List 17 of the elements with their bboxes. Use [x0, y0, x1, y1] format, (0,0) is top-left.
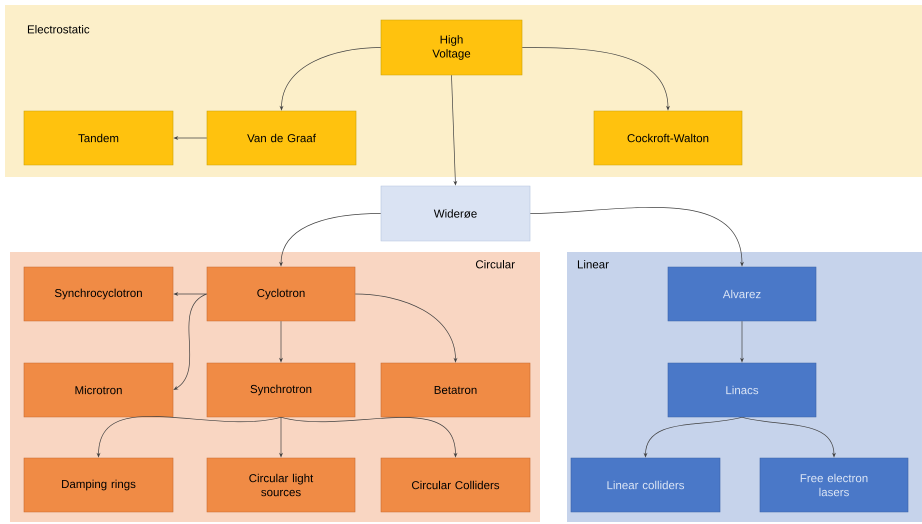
- process-box: High Voltage: [380, 20, 522, 76]
- process-box: Free electron lasers: [760, 458, 908, 512]
- process-box: Cyclotron: [206, 266, 356, 322]
- process-box: Van de Graaf: [206, 110, 356, 166]
- process-box: Linear colliders: [570, 458, 720, 512]
- process-box: Tandem: [24, 110, 174, 166]
- process-box: Cockroft-Walton: [594, 110, 742, 166]
- process-box: Widerøe: [380, 186, 530, 242]
- process-box: Linacs: [668, 362, 816, 418]
- process-box: Synchrocyclotron: [24, 266, 174, 322]
- process-box: Circular light sources: [206, 458, 356, 512]
- process-box: Synchrotron: [206, 362, 356, 418]
- process-box: Betatron: [380, 362, 530, 418]
- process-box: Circular Colliders: [380, 458, 530, 512]
- process-box: Microtron: [24, 362, 174, 418]
- process-box: Damping rings: [24, 458, 174, 512]
- process-box: Alvarez: [668, 266, 816, 322]
